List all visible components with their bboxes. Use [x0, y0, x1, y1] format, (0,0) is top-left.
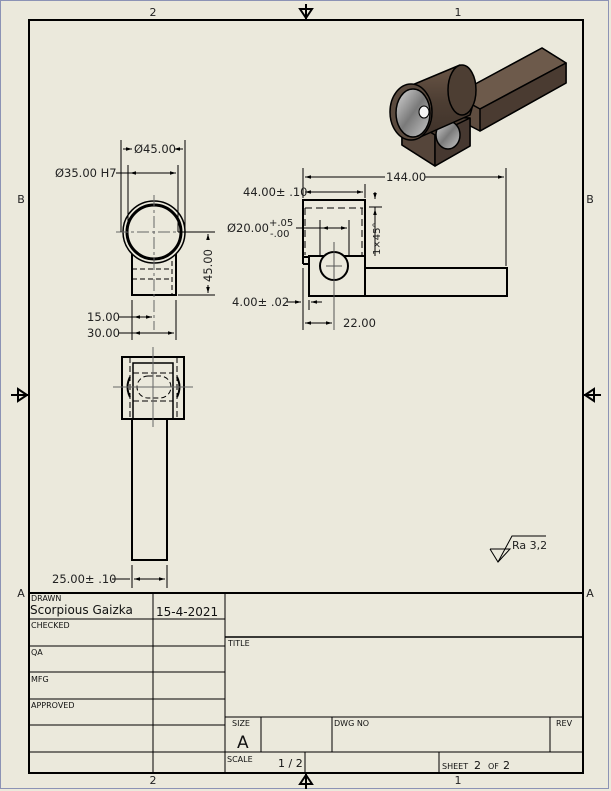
- centering-mark-left: [11, 387, 29, 403]
- dim-hole-diameter: Ø20.00: [227, 221, 269, 235]
- sheet-total: 2: [503, 759, 510, 772]
- approved-label: APPROVED: [31, 701, 75, 710]
- dim-height: 45.00: [201, 249, 215, 282]
- rev-label: REV: [556, 719, 573, 728]
- dim-overall-length: 144.00: [386, 170, 426, 184]
- dim-half-width: 15.00: [87, 310, 120, 324]
- sheet-number: 2: [474, 759, 481, 772]
- front-view: [302, 199, 508, 330]
- drawing-border: [28, 19, 584, 774]
- centering-mark-top: [298, 4, 314, 20]
- zone-label-bottom-1: 1: [455, 774, 462, 787]
- dim-block-length: 44.00± .10: [243, 185, 308, 199]
- dim-chamfer: 1×45°: [372, 223, 383, 255]
- dim-outer-diameter: Ø45.00: [134, 142, 176, 156]
- drawn-label: DRAWN: [31, 594, 61, 603]
- drawn-date: 15-4-2021: [156, 605, 218, 619]
- sheet-label: SHEET: [442, 762, 468, 771]
- surface-finish-value: Ra 3,2: [512, 539, 547, 552]
- mfg-label: MFG: [31, 675, 49, 684]
- drawn-by: Scorpious Gaizka: [30, 603, 133, 617]
- title-block: [29, 592, 583, 773]
- zone-label-top-1: 1: [455, 6, 462, 19]
- bottom-view-dimensions: [112, 565, 168, 588]
- scale-value: 1 / 2: [278, 757, 303, 770]
- zone-label-right-b: B: [586, 193, 594, 206]
- dim-hole-tol-lower: -.00: [270, 229, 290, 240]
- centering-mark-bottom: [298, 773, 314, 789]
- size-value: A: [237, 733, 249, 753]
- isometric-view: [389, 47, 567, 167]
- top-view-dimensions: [116, 140, 215, 340]
- size-label: SIZE: [232, 719, 250, 728]
- front-view-dimensions: [287, 168, 507, 330]
- scale-label: SCALE: [227, 755, 253, 764]
- zone-label-left-a: A: [17, 587, 25, 600]
- surface-finish-symbol: [489, 535, 546, 563]
- dim-bore-diameter: Ø35.00 H7: [55, 166, 117, 180]
- title-label: TITLE: [227, 639, 250, 648]
- bottom-view: [113, 347, 193, 561]
- dim-hole-position: 22.00: [343, 316, 376, 330]
- zone-label-top-2: 2: [150, 6, 157, 19]
- zone-label-right-a: A: [586, 587, 594, 600]
- top-view: [116, 195, 198, 330]
- zone-label-left-b: B: [17, 193, 25, 206]
- dwg-no-label: DWG NO: [334, 719, 369, 728]
- of-label: OF: [488, 762, 499, 771]
- dim-step: 4.00± .02: [232, 295, 289, 309]
- dim-hole-tol-upper: +.05: [269, 218, 293, 229]
- dim-width: 30.00: [87, 326, 120, 340]
- dim-bar-width: 25.00± .10: [52, 572, 117, 586]
- centering-mark-right: [583, 387, 601, 403]
- checked-label: CHECKED: [31, 621, 70, 630]
- zone-label-bottom-2: 2: [150, 774, 157, 787]
- qa-label: QA: [31, 648, 43, 657]
